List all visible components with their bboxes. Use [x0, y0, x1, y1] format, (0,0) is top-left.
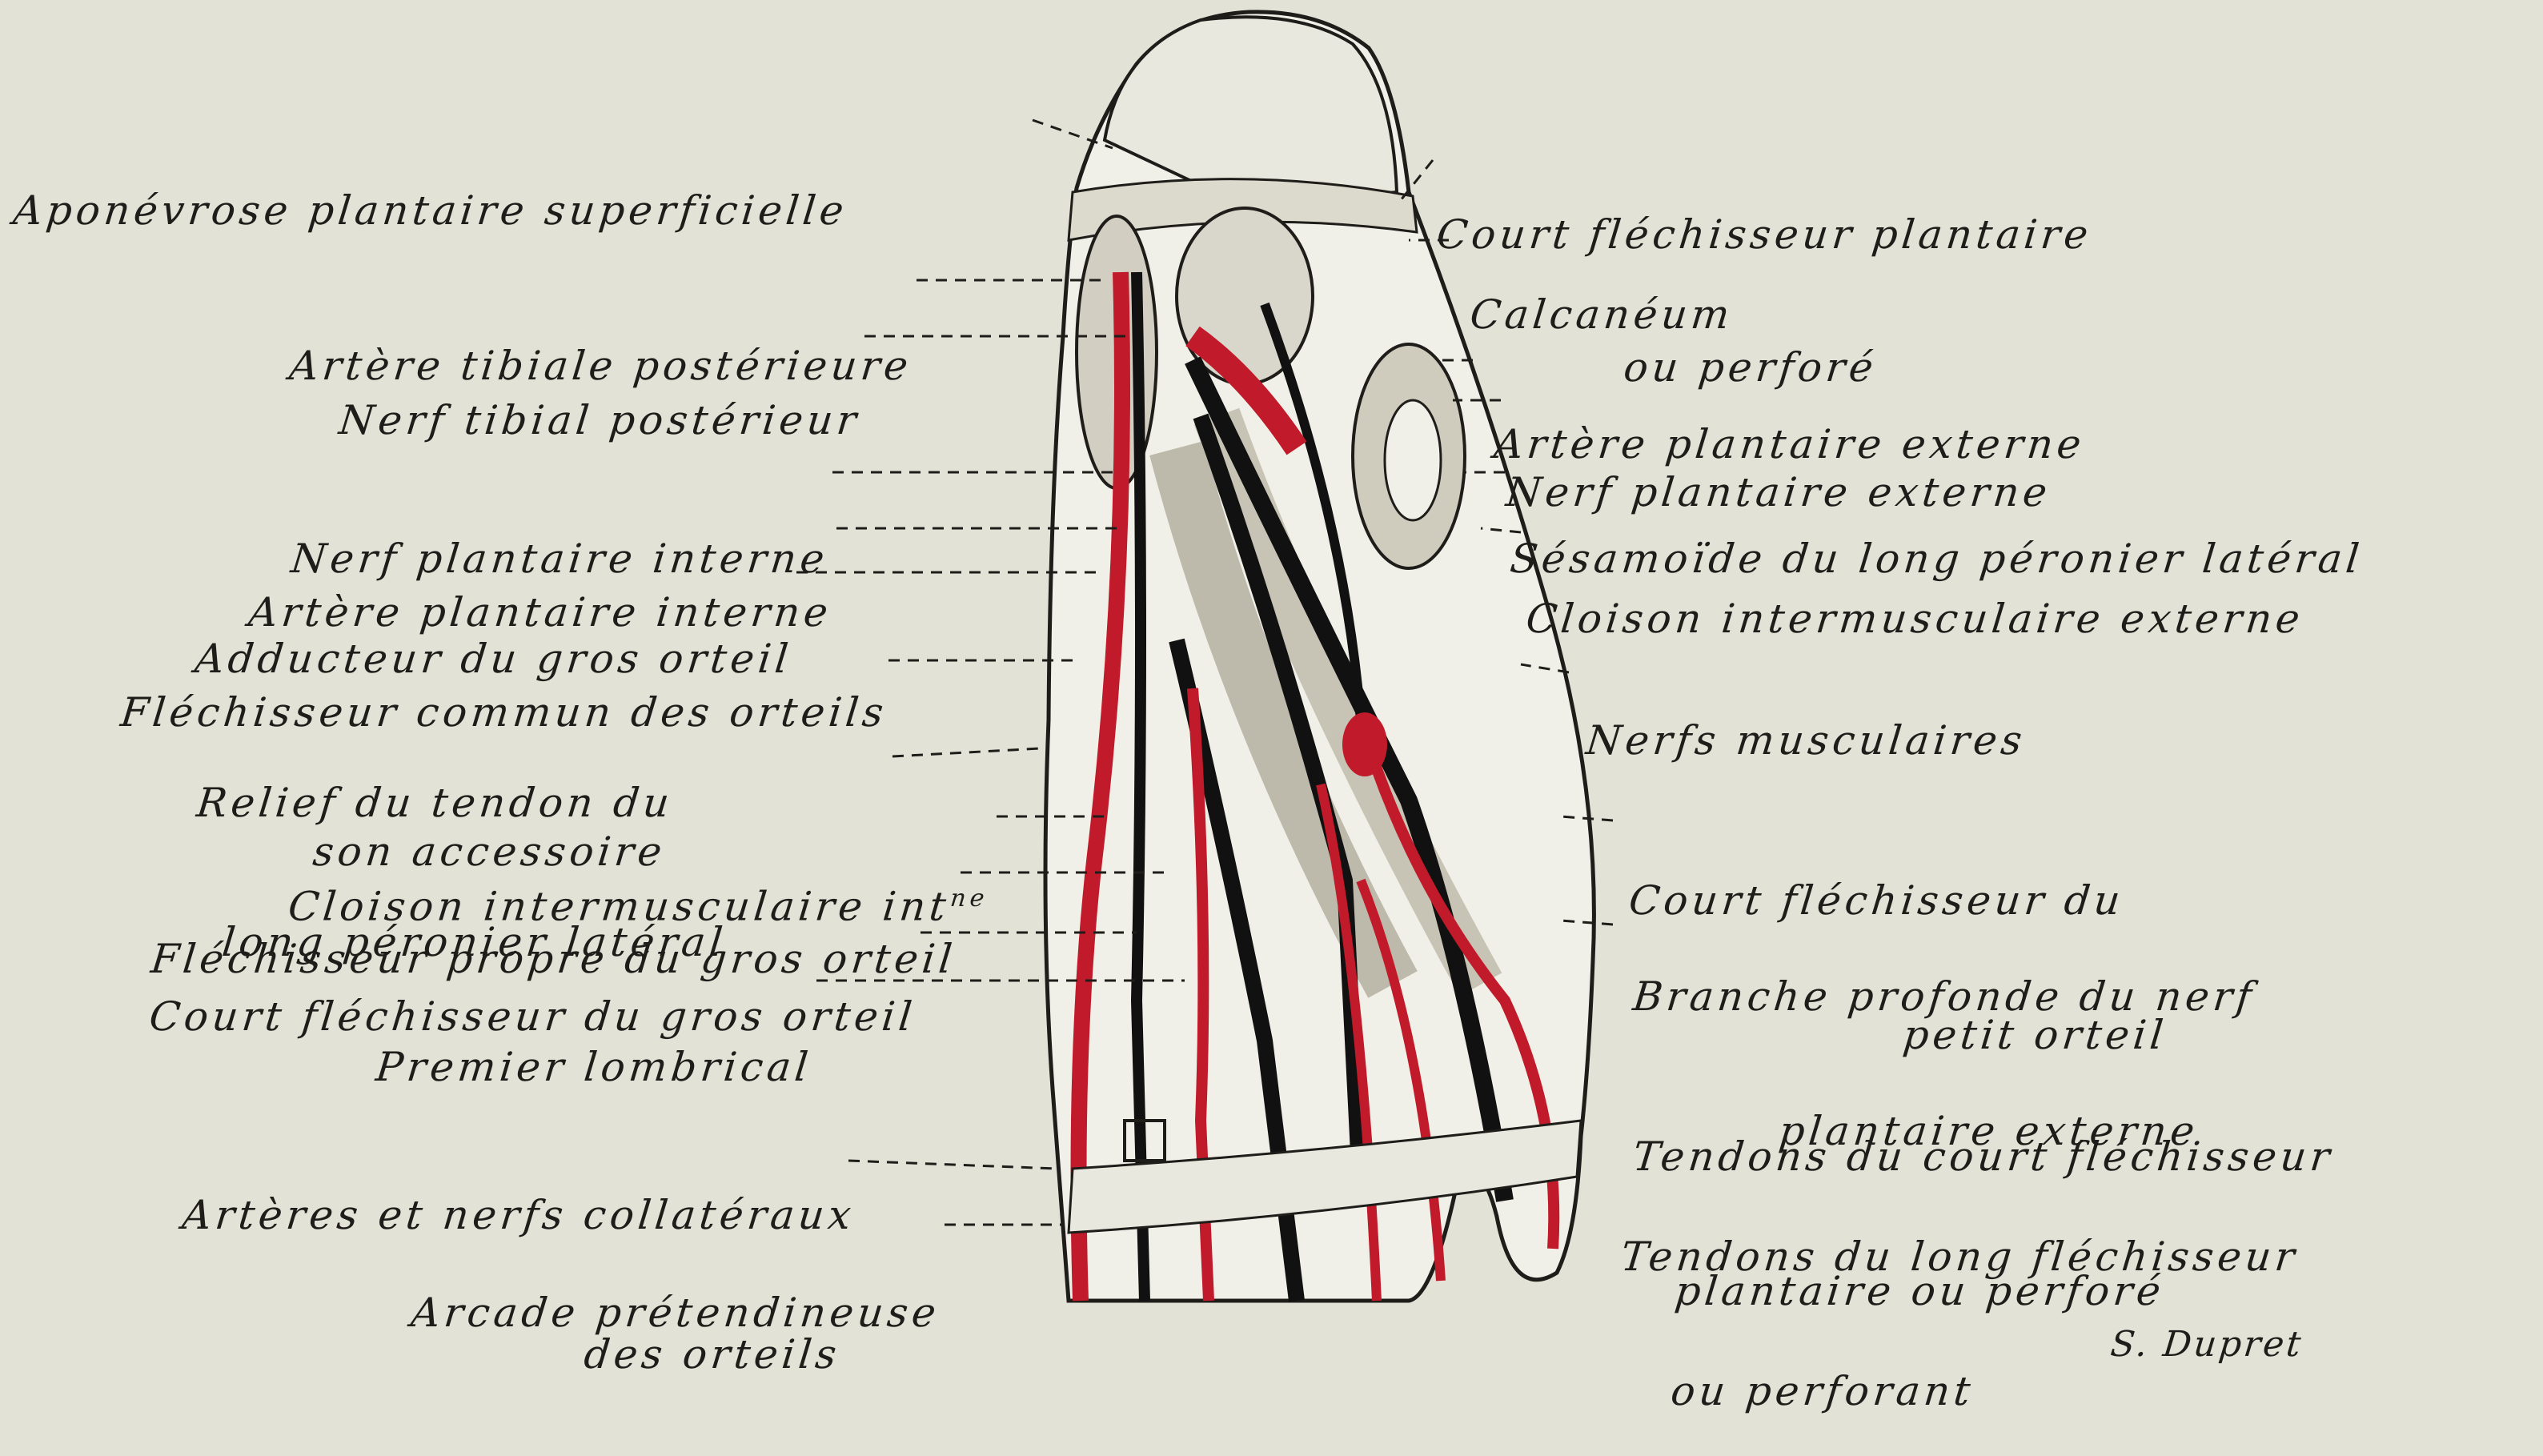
- nerve-medial: [1137, 272, 1145, 1301]
- signature: S. Dupret: [2104, 1229, 2315, 1414]
- label-arcade: Arcade prétendineuse: [404, 1197, 952, 1382]
- label-nerfs-musculaires: Nerfs musculaires: [1579, 624, 2038, 810]
- central-compartment: [1177, 208, 1313, 384]
- artery-bulge: [1342, 712, 1387, 776]
